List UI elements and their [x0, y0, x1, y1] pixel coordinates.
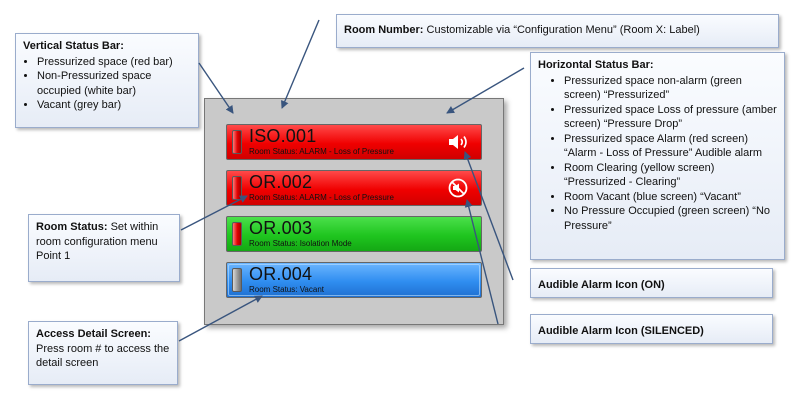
room-status-callout-text: Set within room configuration menu Point… — [36, 221, 159, 263]
list-item: Pressurized space Loss of pressure (ambe… — [564, 103, 777, 132]
room-row-or-003[interactable]: OR.003 Room Status: Isolation Mode — [226, 216, 482, 252]
vertical-status-bar-callout: Vertical Status Bar: Pressurized space (… — [15, 33, 199, 128]
room-number-button[interactable]: ISO.001 — [249, 126, 317, 146]
audible-alarm-silenced-callout: Audible Alarm Icon (SILENCED) — [530, 314, 773, 344]
room-status-text: Room Status: Vacant — [249, 285, 324, 294]
list-item: Non-Pressurized space occupied (white ba… — [37, 69, 191, 98]
vertical-status-bar-callout-title: Vertical Status Bar: — [23, 40, 124, 52]
list-item: Vacant (grey bar) — [37, 98, 191, 113]
vertical-status-bar — [232, 176, 242, 200]
horizontal-status-bar-callout: Horizontal Status Bar: Pressurized space… — [530, 52, 785, 260]
list-item: Pressurized space (red bar) — [37, 55, 191, 70]
audible-alarm-on-callout-title: Audible Alarm Icon (ON) — [538, 279, 665, 291]
speaker-muted-icon[interactable] — [447, 178, 469, 198]
room-row-or-004[interactable]: OR.004 Room Status: Vacant — [226, 262, 482, 298]
list-item: Room Vacant (blue screen) “Vacant” — [564, 190, 777, 205]
room-status-text: Room Status: ALARM - Loss of Pressure — [249, 193, 394, 202]
room-row-iso-001[interactable]: ISO.001 Room Status: ALARM - Loss of Pre… — [226, 124, 482, 160]
access-detail-callout: Access Detail Screen: Press room # to ac… — [28, 321, 178, 385]
vertical-status-bar — [232, 222, 242, 246]
room-number-button[interactable]: OR.004 — [249, 264, 313, 284]
access-detail-callout-title: Access Detail Screen: — [36, 328, 151, 340]
room-number-callout: Room Number: Customizable via “Configura… — [336, 14, 779, 48]
room-status-callout: Room Status: Set within room configurati… — [28, 214, 180, 282]
room-number-button[interactable]: OR.003 — [249, 218, 313, 238]
list-item: Room Clearing (yellow screen) “Pressuriz… — [564, 161, 777, 190]
room-status-callout-title: Room Status: — [36, 221, 108, 233]
room-number-callout-title: Room Number: — [344, 24, 424, 36]
room-status-text: Room Status: ALARM - Loss of Pressure — [249, 147, 394, 156]
speaker-on-icon[interactable] — [447, 132, 469, 152]
vertical-status-bar — [232, 130, 242, 154]
access-detail-callout-text: Press room # to access the detail screen — [36, 342, 170, 370]
vertical-status-bar — [232, 268, 242, 292]
list-item: No Pressure Occupied (green screen) “No … — [564, 204, 777, 233]
horizontal-status-bar-list: Pressurized space non-alarm (green scree… — [538, 74, 777, 234]
list-item: Pressurized space non-alarm (green scree… — [564, 74, 777, 103]
audible-alarm-silenced-callout-title: Audible Alarm Icon (SILENCED) — [538, 325, 704, 337]
vertical-status-bar-list: Pressurized space (red bar) Non-Pressuri… — [23, 55, 191, 113]
horizontal-status-bar-callout-title: Horizontal Status Bar: — [538, 59, 654, 71]
arrow-room-number — [281, 19, 320, 109]
room-number-callout-text: Customizable via “Configuration Menu” (R… — [426, 24, 700, 36]
audible-alarm-on-callout: Audible Alarm Icon (ON) — [530, 268, 773, 298]
room-status-text: Room Status: Isolation Mode — [249, 239, 352, 248]
room-row-or-002[interactable]: OR.002 Room Status: ALARM - Loss of Pres… — [226, 170, 482, 206]
list-item: Pressurized space Alarm (red screen) “Al… — [564, 132, 777, 161]
room-number-button[interactable]: OR.002 — [249, 172, 313, 192]
